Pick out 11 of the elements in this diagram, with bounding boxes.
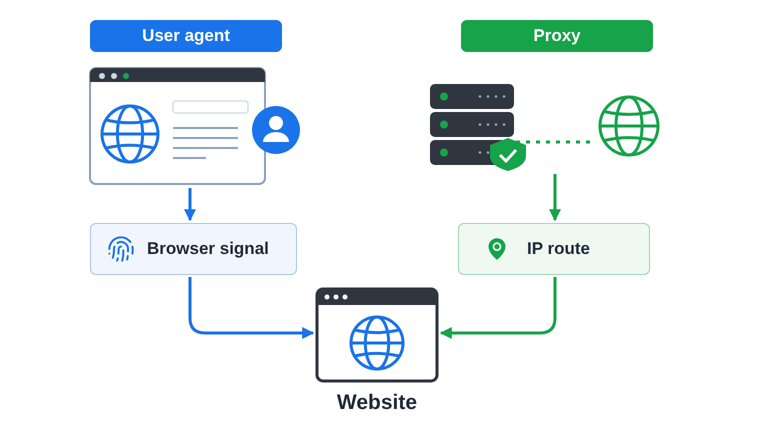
- node-label: IP route: [527, 238, 590, 260]
- arrow: [549, 174, 561, 222]
- signal-box: [90, 223, 297, 275]
- node-label: Browser signal: [147, 238, 269, 260]
- arrow: [440, 277, 556, 339]
- node-label: Website: [336, 390, 418, 416]
- arrow: [188, 277, 314, 339]
- section-header: Proxy: [461, 20, 653, 52]
- route-box: [458, 223, 650, 275]
- section-header: User agent: [90, 20, 282, 52]
- arrow: [184, 188, 196, 222]
